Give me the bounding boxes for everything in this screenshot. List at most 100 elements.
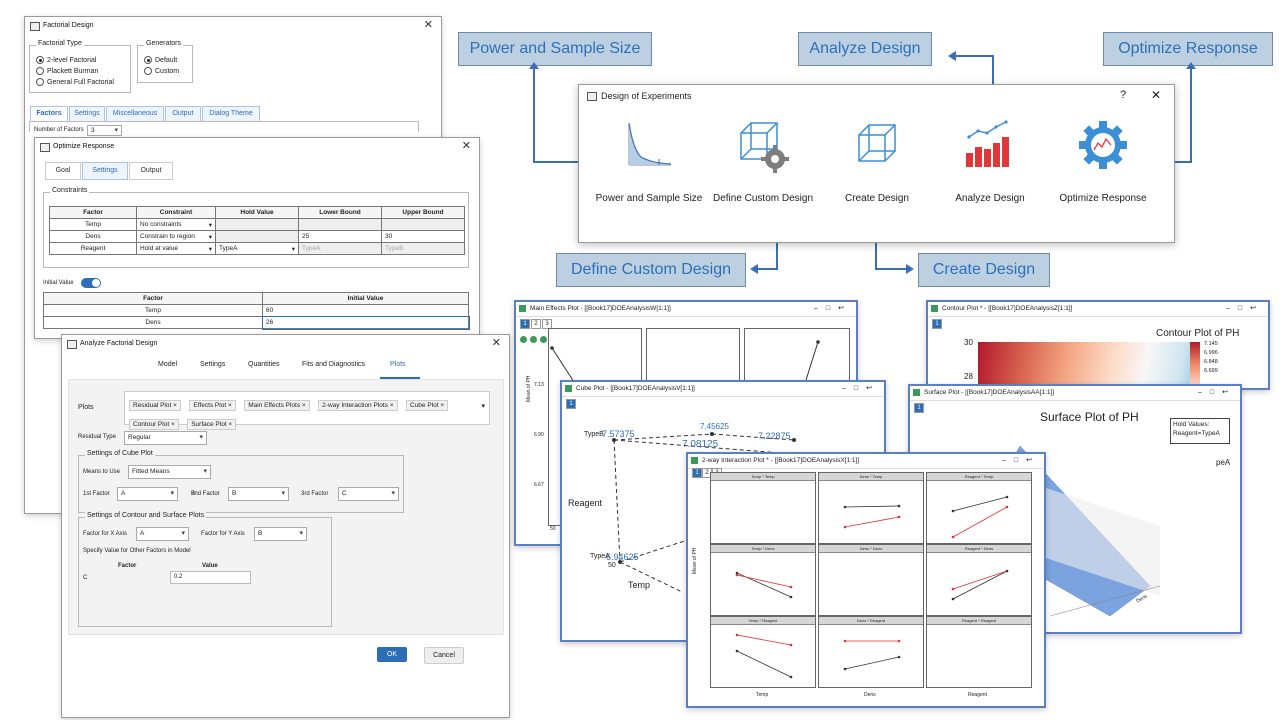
interaction-plot-window: 2-way Interaction Plot * - [[Book17]DOEA… xyxy=(686,452,1046,708)
window-controls[interactable]: –□↩ xyxy=(842,385,880,392)
first-factor-label: 1st Factor xyxy=(83,491,110,497)
num-factors-label: Number of Factors xyxy=(34,127,84,133)
close-icon[interactable]: ✕ xyxy=(491,337,501,349)
chip-cube-plot[interactable]: Cube Plot × xyxy=(406,400,449,411)
third-factor-label: 3rd Factor xyxy=(301,491,329,497)
third-factor-select[interactable]: C xyxy=(338,487,399,501)
tab-goal[interactable]: Goal xyxy=(45,162,81,180)
tab-miscellaneous[interactable]: Miscellaneous xyxy=(106,106,164,122)
cube-value: 7.22875 xyxy=(758,431,791,441)
cube-value: 7.57375 xyxy=(602,429,635,439)
xtick: 50 xyxy=(550,526,556,532)
tab-dialog-theme[interactable]: Dialog Theme xyxy=(202,106,260,122)
hold-value-select[interactable]: TypeA▾ xyxy=(215,242,299,255)
radio-default[interactable]: Default xyxy=(144,55,179,66)
doe-optimize-response[interactable]: Optimize Response xyxy=(1047,119,1159,204)
interaction-panel: Dens * Reagent xyxy=(818,616,924,688)
ok-button[interactable]: OK xyxy=(377,647,407,662)
chevron-down-icon[interactable]: ▾ xyxy=(481,403,485,410)
means-label: Means to Use xyxy=(83,469,121,475)
table-row: Dens 26 xyxy=(43,315,470,330)
window-controls[interactable]: –□↩ xyxy=(1226,305,1264,312)
chip-contour-plot[interactable]: Contour Plot × xyxy=(129,419,179,430)
means-select[interactable]: Fitted Means xyxy=(128,465,211,479)
optimize-title-bar: Optimize Response xyxy=(35,138,479,156)
layer-tab-3[interactable]: 3 xyxy=(542,319,552,329)
plots-multiselect[interactable]: Residual Plot × Effects Plot × Main Effe… xyxy=(124,391,490,430)
layer-tab-1[interactable]: 1 xyxy=(932,319,942,329)
col-lower-bound: Lower Bound xyxy=(298,206,382,219)
radio-custom[interactable]: Custom xyxy=(144,66,179,77)
residual-type-select[interactable]: Regular xyxy=(124,431,207,445)
chip-effects-plot[interactable]: Effects Plot × xyxy=(189,400,236,411)
interaction-xlabel: Reagent xyxy=(968,692,987,698)
x-axis-select[interactable]: A xyxy=(136,527,189,541)
arrow-up-icon xyxy=(1186,62,1196,69)
callout-power-sample-size: Power and Sample Size xyxy=(458,32,652,66)
y-axis-select[interactable]: B xyxy=(254,527,307,541)
value-col: Value xyxy=(202,563,218,569)
tab-quantities[interactable]: Quantities xyxy=(248,361,280,368)
constraint-select[interactable]: No constraints▾ xyxy=(136,218,216,231)
constraint-select[interactable]: Constrain to region▾ xyxy=(136,230,216,243)
doe-create-design[interactable]: Create Design xyxy=(821,119,933,204)
chip-residual-plot[interactable]: Residual Plot × xyxy=(129,400,181,411)
radio-plackett-burman[interactable]: Plackett Burman xyxy=(36,66,114,77)
factor-col: Factor xyxy=(118,563,137,569)
lock-icons xyxy=(520,330,554,343)
initial-value-label: Initial Value xyxy=(43,280,74,286)
tab-output[interactable]: Output xyxy=(165,106,201,122)
close-icon[interactable]: ✕ xyxy=(1151,88,1162,102)
tab-settings[interactable]: Settings xyxy=(200,361,226,368)
constraints-table: Factor Constraint Hold Value Lower Bound… xyxy=(49,206,465,255)
tab-factors[interactable]: Factors xyxy=(30,106,68,122)
layer-tab-2[interactable]: 2 xyxy=(531,319,541,329)
tab-settings[interactable]: Settings xyxy=(69,106,105,122)
window-icon xyxy=(30,22,40,31)
window-controls[interactable]: –□↩ xyxy=(1198,389,1236,396)
radio-general-full[interactable]: General Full Factorial xyxy=(36,77,114,88)
layer-tab-1[interactable]: 1 xyxy=(520,319,530,329)
cube-gear-icon xyxy=(740,122,789,173)
layer-tab-1[interactable]: 1 xyxy=(566,399,576,409)
chip-main-effects[interactable]: Main Effects Plots × xyxy=(244,400,310,411)
optimize-response-dialog: Optimize Response ✕ Goal Settings Output… xyxy=(34,137,480,339)
help-icon[interactable]: ? xyxy=(1120,89,1127,101)
second-factor-label: B xyxy=(191,491,196,497)
interaction-xlabel: Dens xyxy=(864,692,876,698)
constraint-select[interactable]: Hold at value▾ xyxy=(136,242,216,255)
window-controls[interactable]: –□↩ xyxy=(814,305,852,312)
interaction-panel: Temp * Temp xyxy=(710,472,816,544)
cancel-button[interactable]: Cancel xyxy=(424,647,464,664)
doe-analyze-design[interactable]: Analyze Design xyxy=(934,119,1046,204)
tab-fits-diagnostics[interactable]: Fits and Diagnostics xyxy=(302,361,366,368)
tab-settings[interactable]: Settings xyxy=(82,162,128,180)
window-controls[interactable]: –□↩ xyxy=(1002,457,1040,464)
radio-2-level[interactable]: 2-level Factorial xyxy=(36,55,114,66)
second-factor-select[interactable]: B xyxy=(228,487,289,501)
doe-power-sample-size[interactable]: Power and Sample Size xyxy=(593,119,705,204)
callout-analyze-design: Analyze Design xyxy=(798,32,932,66)
layer-tab-1[interactable]: 1 xyxy=(914,403,924,413)
bar-chart-icon xyxy=(966,120,1009,167)
chip-surface-plot[interactable]: Surface Plot × xyxy=(187,419,237,430)
other-value-input[interactable]: 0.2 xyxy=(170,571,251,584)
doe-define-custom[interactable]: Define Custom Design xyxy=(707,119,819,204)
interaction-ylabel: Mean of PH xyxy=(692,547,698,574)
interaction-panel: Temp * Reagent xyxy=(710,616,816,688)
close-icon[interactable]: ✕ xyxy=(461,140,471,152)
close-icon[interactable]: ✕ xyxy=(423,19,433,31)
num-factors-select[interactable]: 3 xyxy=(87,125,122,136)
surface-title: Surface Plot - [[Book17]DOEAnalysisAA[1:… xyxy=(924,389,1055,396)
layer-tab-1[interactable]: 1 xyxy=(692,468,702,478)
tab-plots[interactable]: Plots xyxy=(390,361,406,368)
initial-value-toggle[interactable] xyxy=(81,278,101,288)
y-axis-label: Factor for Y Axis xyxy=(201,531,245,537)
tab-model[interactable]: Model xyxy=(158,361,178,368)
tab-output[interactable]: Output xyxy=(129,162,173,180)
table-row: Reagent Hold at value▾ TypeA▾ TypeA Type… xyxy=(49,242,465,255)
analyze-factorial-dialog: Analyze Factorial Design ✕ Model Setting… xyxy=(61,334,510,718)
chip-2way-interaction[interactable]: 2-way Interaction Plots × xyxy=(318,400,398,411)
contour-heading: Contour Plot of PH xyxy=(1156,328,1240,339)
first-factor-select[interactable]: A xyxy=(117,487,178,501)
